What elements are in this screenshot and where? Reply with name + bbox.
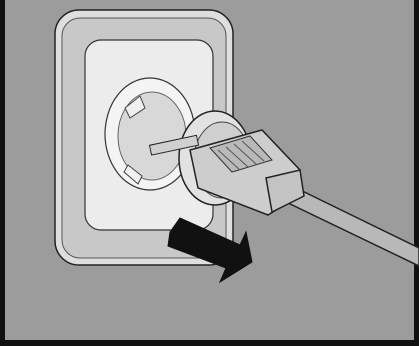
power-plug: [148, 110, 305, 216]
earth-clip-bottom: [123, 164, 143, 185]
earth-clip-top: [124, 95, 146, 119]
grip-ridge-2: [225, 146, 249, 168]
frame-bottom-edge: [0, 340, 419, 346]
grip-ridge-4: [241, 140, 265, 162]
plug-grip-ridges: [209, 135, 273, 173]
wall-socket: [54, 9, 234, 266]
plug-pin: [148, 134, 200, 156]
frame-left-edge: [0, 0, 5, 346]
grip-ridge-3: [233, 143, 257, 165]
grip-ridge-1: [217, 149, 241, 171]
strain-relief: [265, 169, 305, 214]
frame-right-edge: [414, 0, 419, 346]
pull-direction-arrow-icon: [167, 217, 253, 284]
